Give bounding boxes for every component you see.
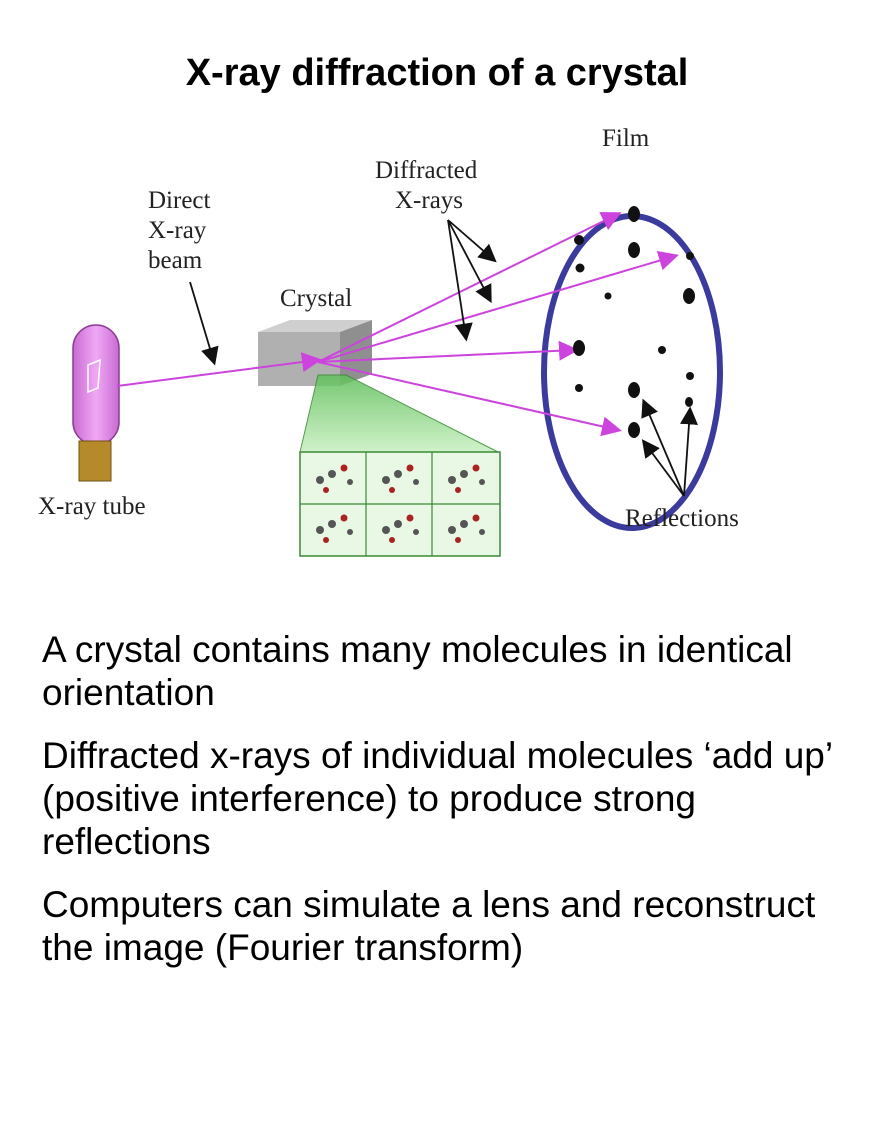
xray-diffraction-diagram: Direct X-ray beam Diffracted X-rays Crys… — [38, 125, 739, 557]
direct-beam-label-line3: beam — [148, 247, 203, 274]
molecule — [448, 514, 485, 543]
bullet-item: Diffracted x-rays of individual molecule… — [42, 735, 832, 862]
crystal-block — [258, 320, 372, 386]
pointer-arrows — [189, 219, 698, 497]
bullet-item: A crystal contains many molecules in ide… — [42, 629, 793, 713]
bullet-list: A crystal contains many molecules in ide… — [42, 628, 842, 989]
xray-tube-base — [78, 440, 112, 482]
crystal-label: Crystal — [280, 285, 352, 312]
unit-cell-zoom — [299, 374, 501, 557]
molecule — [448, 464, 485, 493]
xray-tube-filament — [87, 358, 101, 394]
bullet-item: Computers can simulate a lens and recons… — [42, 884, 816, 968]
direct-beam — [116, 352, 322, 387]
direct-beam-label-line2: X-ray — [148, 217, 207, 244]
reflection-spots — [573, 206, 695, 438]
slide-title: X-ray diffraction of a crystal — [185, 52, 689, 94]
film-ring — [541, 213, 723, 531]
molecule — [382, 464, 419, 493]
diffracted-label-line2: X-rays — [395, 187, 463, 214]
xray-tube-glass — [72, 324, 120, 446]
xray-tube — [72, 324, 120, 482]
diffracted-label-line1: Diffracted — [375, 157, 478, 184]
diffracted-beams — [317, 212, 679, 437]
film-label: Film — [602, 125, 650, 152]
xray-tube-label: X-ray tube — [38, 493, 146, 520]
reflections-label: Reflections — [625, 505, 739, 532]
molecule — [382, 514, 419, 543]
molecule — [316, 464, 353, 493]
molecule — [316, 514, 353, 543]
direct-beam-label-line1: Direct — [148, 187, 211, 214]
